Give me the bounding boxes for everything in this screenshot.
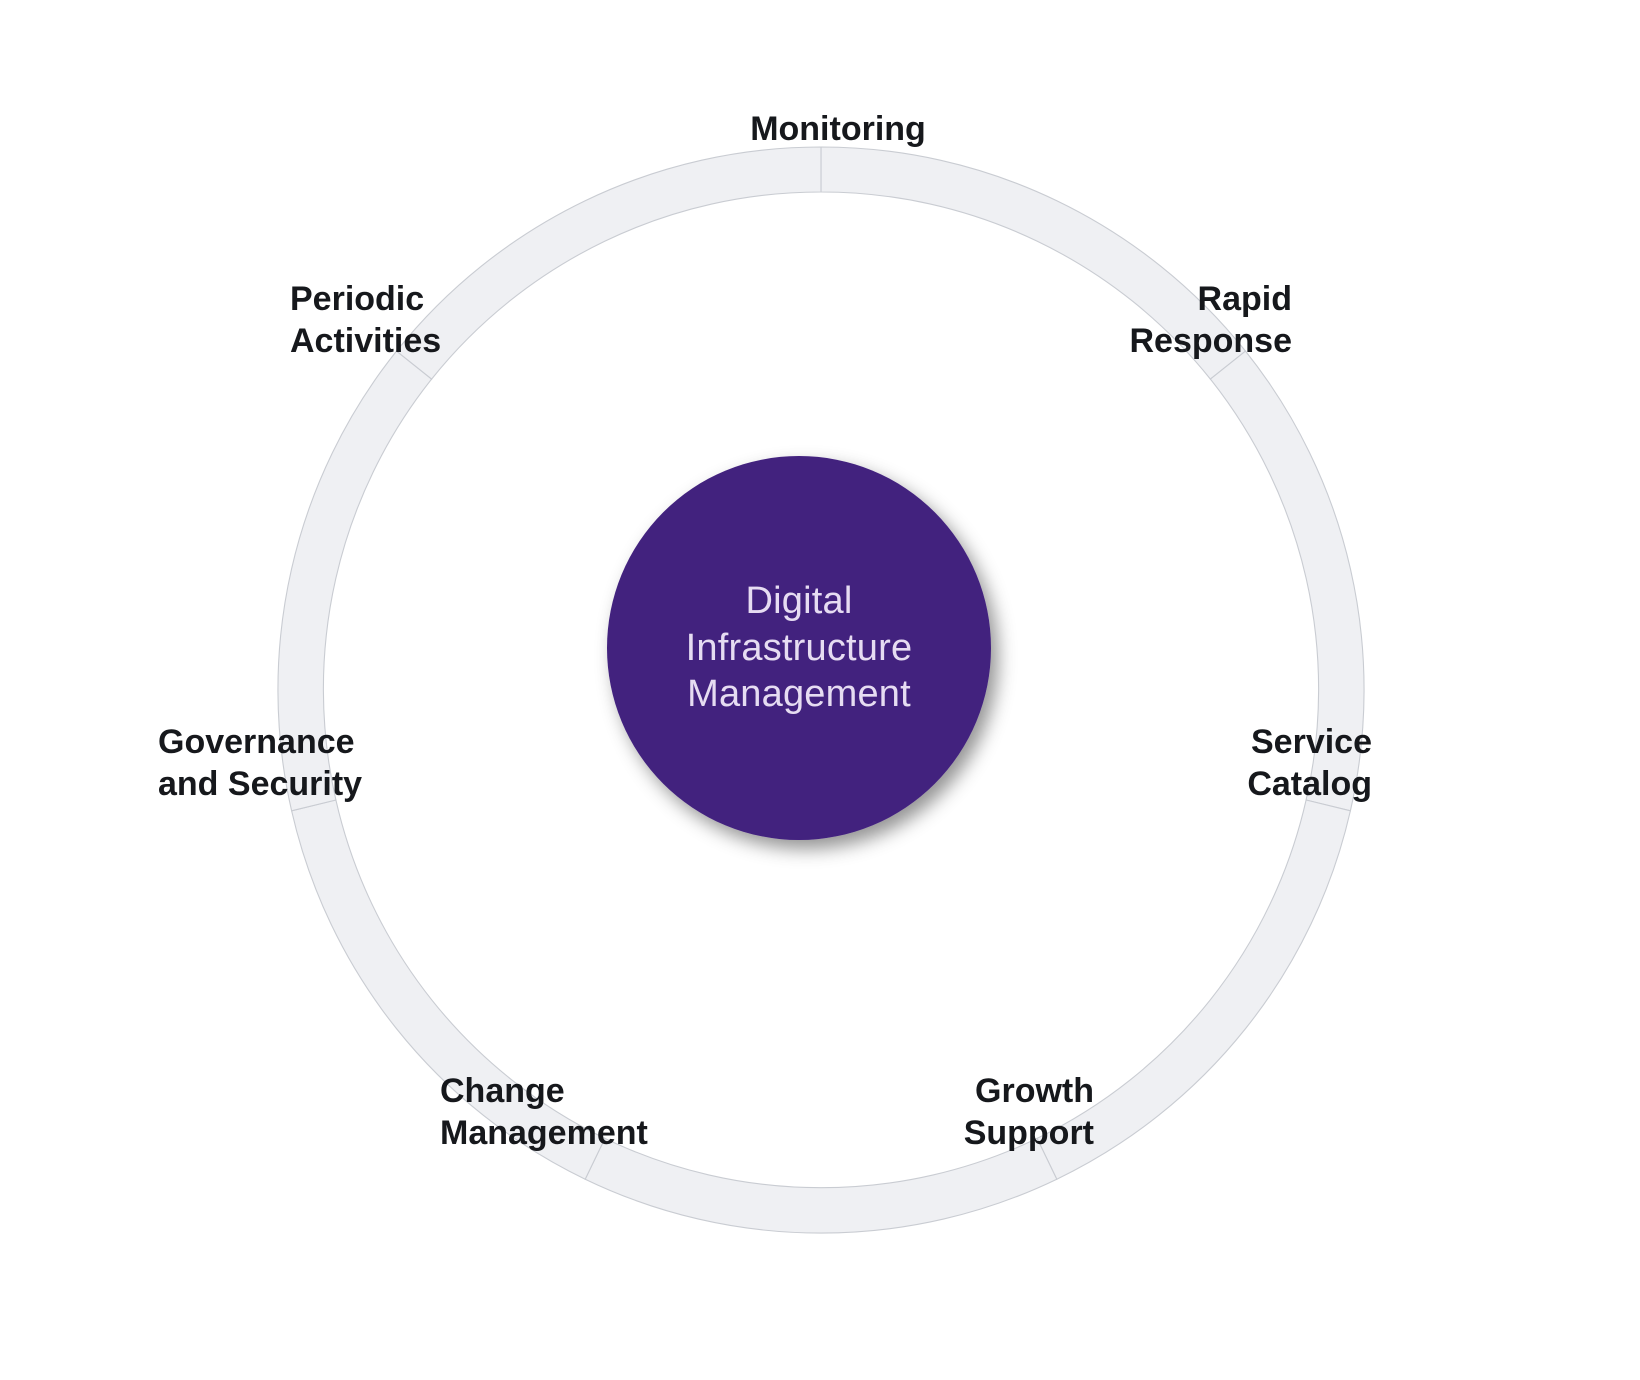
label-monitoring-line-1: Monitoring (750, 110, 926, 148)
label-periodic-activities[interactable]: Periodic Activities (290, 278, 441, 362)
label-change-management-line-2: Management (440, 1114, 648, 1153)
label-service-catalog[interactable]: Service Catalog (1247, 721, 1372, 805)
label-change-management-line-1: Change (440, 1072, 565, 1110)
label-rapid-response-line-1: Rapid (1197, 280, 1292, 318)
ring-segments (277, 146, 1365, 1234)
label-governance-and-security-line-2: and Security (158, 765, 363, 804)
label-monitoring[interactable]: Monitoring (750, 108, 926, 150)
label-periodic-activities-line-2: Activities (290, 322, 442, 361)
center-hub-circle[interactable] (607, 456, 991, 840)
label-change-management[interactable]: Change Management (440, 1070, 648, 1154)
label-periodic-activities-line-1: Periodic (290, 280, 425, 318)
label-rapid-response-line-2: Response (1129, 322, 1293, 361)
ring-segment-periodic-activities[interactable] (395, 146, 822, 380)
label-governance-and-security[interactable]: Governance and Security (158, 721, 362, 805)
label-rapid-response[interactable]: Rapid Response (1130, 278, 1293, 362)
label-service-catalog-line-2: Catalog (1247, 765, 1372, 804)
label-growth-support-line-1: Growth (975, 1072, 1094, 1110)
label-service-catalog-line-1: Service (1251, 723, 1372, 761)
label-growth-support-line-2: Support (963, 1114, 1094, 1153)
label-governance-and-security-line-1: Governance (158, 723, 355, 761)
label-growth-support[interactable]: Growth Support (964, 1070, 1094, 1154)
